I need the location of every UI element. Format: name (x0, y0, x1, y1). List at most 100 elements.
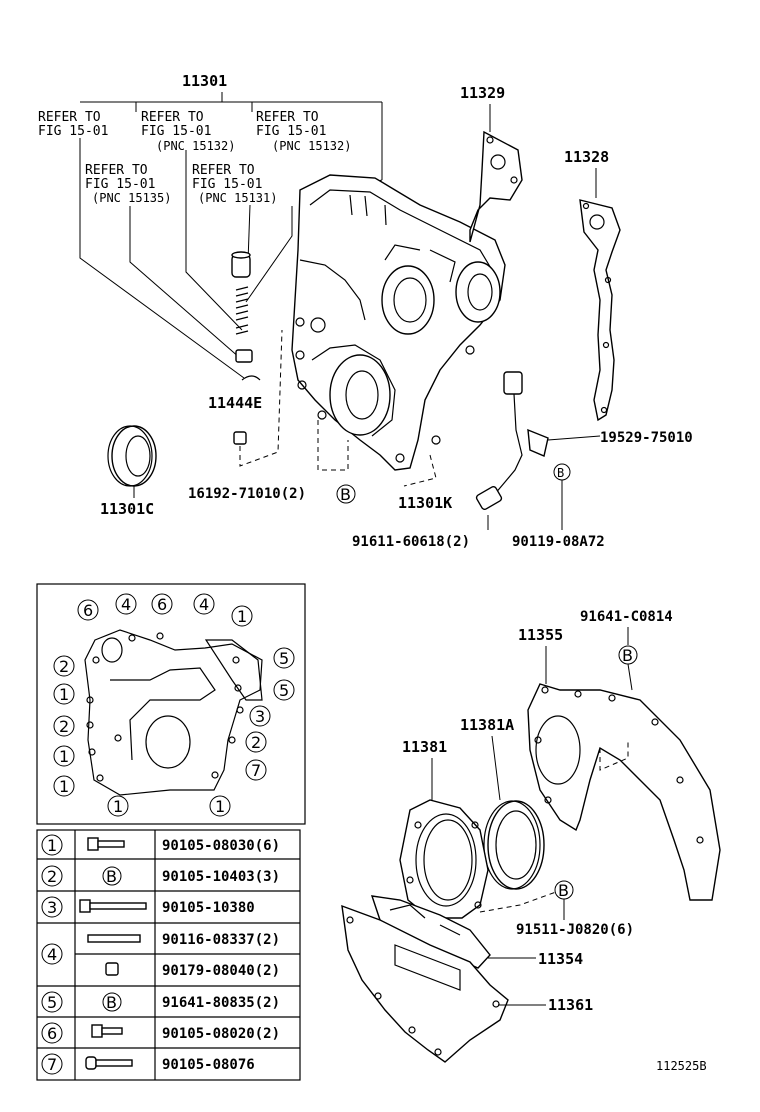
oil-seal-11301c (107, 425, 157, 487)
nut-icon-4 (105, 962, 119, 976)
marker-b-91641-label: B (622, 646, 633, 665)
legend-marker-circle (102, 866, 122, 886)
bolt-callout-circle (53, 745, 75, 767)
callout-11301k: 11301K (398, 494, 452, 512)
legend-part-number: 90105-10380 (162, 900, 255, 916)
legend-part-number: 90105-08020(2) (162, 1026, 280, 1042)
bolt-callout-number: 7 (251, 761, 261, 780)
bolt-icon-6 (91, 1024, 123, 1038)
legend-key: 4 (47, 945, 57, 964)
bolt-callout-circle (209, 795, 231, 817)
timing-chain-cover (291, 174, 506, 471)
tensioner-plunger (231, 251, 251, 278)
bolt-callout-number: 4 (199, 595, 209, 614)
bolt-callout-number: 6 (157, 595, 167, 614)
legend-key-circle (41, 991, 63, 1013)
callout-11444e: 11444E (208, 394, 262, 412)
legend-part-number: 90105-08076 (162, 1057, 255, 1073)
legend-marker-circle (102, 992, 122, 1012)
marker-b-16192-label: B (340, 485, 351, 504)
legend-part-number: 90105-08030(6) (162, 838, 280, 854)
stud-icon-4 (87, 934, 141, 943)
legend-key: 7 (47, 1055, 57, 1074)
bolt-callout-number: 1 (59, 747, 69, 766)
bolt-callout-circle (53, 775, 75, 797)
refer-note-4-line1: REFER TO (85, 163, 148, 178)
figure-code: 112525B (656, 1059, 707, 1073)
bolt-callout-number: 4 (121, 595, 131, 614)
gasket-11329 (469, 130, 523, 243)
legend-key: 1 (47, 836, 57, 855)
bolt-location-inset (36, 583, 306, 825)
legend-key: 6 (47, 1024, 57, 1043)
marker-b-91511-label: B (558, 881, 569, 900)
bolt-callout-number: 1 (59, 777, 69, 796)
inset-gasket-outline (84, 629, 263, 796)
refer-note-3-line1: REFER TO (256, 110, 319, 125)
callout-19529-75010: 19529-75010 (600, 430, 693, 446)
callout-16192-71010: 16192-71010(2) (188, 486, 306, 502)
legend-key: 3 (47, 898, 57, 917)
callout-11301c: 11301C (100, 500, 154, 518)
legend-marker: B (106, 993, 117, 1012)
callout-11329: 11329 (460, 84, 505, 102)
bolt-callout-circle (273, 647, 295, 669)
callout-11381a: 11381A (460, 716, 514, 734)
refer-note-5-line2: FIG 15-01 (192, 177, 262, 192)
refer-note-3-line3: (PNC 15132) (272, 139, 351, 153)
callout-11354: 11354 (538, 950, 583, 968)
bolt-callout-circle (193, 593, 215, 615)
retaining-clip (241, 375, 261, 381)
bolt-callout-number: 2 (59, 717, 69, 736)
bolt-callout-number: 2 (59, 657, 69, 676)
rear-plate-11355 (527, 683, 721, 901)
bolt-callout-circle (77, 599, 99, 621)
bolt-callout-circle (53, 715, 75, 737)
marker-b-16192 (336, 484, 356, 504)
legend-key: 2 (47, 867, 57, 886)
bolt-callout-number: 5 (279, 681, 289, 700)
refer-note-5-line1: REFER TO (192, 163, 255, 178)
legend-key-circle (41, 1053, 63, 1075)
refer-note-4-line3: (PNC 15135) (92, 191, 171, 205)
bolt-icon-7 (85, 1056, 133, 1070)
refer-note-2-line1: REFER TO (141, 110, 204, 125)
bolt-callout-circle (53, 683, 75, 705)
legend-key-circle (41, 865, 63, 887)
bolt-callout-number: 5 (279, 649, 289, 668)
bolt-icon-3 (79, 899, 147, 913)
refer-note-3-line2: FIG 15-01 (256, 124, 326, 139)
refer-note-4-line2: FIG 15-01 (85, 177, 155, 192)
bolt-callout-number: 1 (59, 685, 69, 704)
bolt-callout-circle (231, 605, 253, 627)
bolt-callout-circle (249, 705, 271, 727)
rear-oil-seal-11381a (483, 800, 545, 890)
callout-90119-08a72: 90119-08A72 (512, 534, 605, 550)
bolt-icon-1 (87, 837, 125, 851)
callout-91641-c0814: 91641-C0814 (580, 609, 673, 625)
callout-11301: 11301 (182, 72, 227, 90)
legend-part-number: 90116-08337(2) (162, 932, 280, 948)
bolt-callout-number: 2 (251, 733, 261, 752)
wire-clamp (527, 428, 549, 457)
legend-part-number: 90105-10403(3) (162, 869, 280, 885)
bolt-callout-circle (107, 795, 129, 817)
callout-11328: 11328 (564, 148, 609, 166)
tensioner-spring (235, 286, 249, 335)
end-plate-11361 (341, 904, 509, 1063)
callout-11355: 11355 (518, 626, 563, 644)
bolt-callout-circle (245, 759, 267, 781)
bolt-callout-circle (151, 593, 173, 615)
bolt-callout-number: 6 (83, 601, 93, 620)
refer-note-5-line3: (PNC 15131) (198, 191, 277, 205)
seal-retainer-11381 (399, 799, 489, 919)
sensor-harness (475, 371, 523, 511)
callout-11381: 11381 (402, 738, 447, 756)
bolt-callout-circle (273, 679, 295, 701)
legend-key-circle (41, 834, 63, 856)
bolt-callout-circle (245, 731, 267, 753)
refer-note-1-line2: FIG 15-01 (38, 124, 108, 139)
bolt-callout-number: 1 (215, 797, 225, 816)
legend-key-circle (41, 896, 63, 918)
